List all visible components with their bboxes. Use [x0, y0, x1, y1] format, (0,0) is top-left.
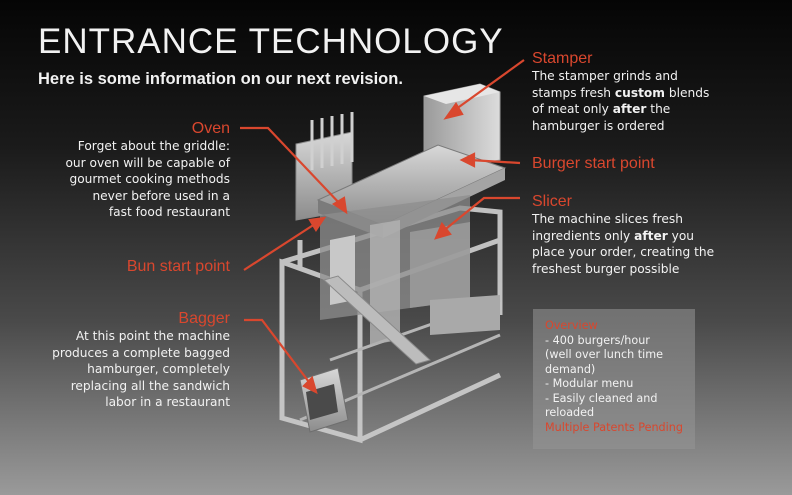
- slicer-line-2: ingredients only after you: [532, 228, 695, 243]
- overview-line-3: demand): [545, 362, 596, 376]
- slicer-arrowhead: [434, 221, 452, 240]
- bun-start-arrowhead: [308, 216, 327, 233]
- burger-start-label: Burger start point: [532, 155, 655, 172]
- bun-chute: [323, 275, 431, 365]
- bun-start-label: Bun start point: [126, 258, 230, 275]
- slicer-callout: Slicer The machine slices fresh ingredie…: [532, 193, 714, 277]
- oven-description: Forget about the griddle: our oven will …: [30, 138, 230, 221]
- bagger-label: Bagger: [178, 310, 230, 327]
- stamper-line-3: of meat only after the: [532, 102, 671, 116]
- bagger-callout: Bagger At this point the machine produce…: [20, 310, 230, 411]
- page-title: ENTRANCE TECHNOLOGY: [38, 22, 504, 61]
- slicer-leader: [441, 196, 520, 233]
- burger-start-arrowhead: [459, 152, 476, 168]
- bagger-description: At this point the machine produces a com…: [20, 328, 230, 411]
- bagger-unit: [299, 367, 349, 433]
- stamper-leader: [451, 59, 525, 113]
- bagger-arrowhead: [302, 375, 318, 395]
- oven-line-5: fast food restaurant: [108, 205, 230, 219]
- bagger-leader: [244, 318, 313, 387]
- slicer-line-4: freshest burger possible: [532, 261, 680, 276]
- overview-heading: Overview: [545, 319, 598, 332]
- slicer-line-3: place your order, creating the: [532, 245, 715, 259]
- stamper-description: The stamper grinds and stamps fresh cust…: [532, 68, 709, 134]
- middle-modules: [320, 195, 500, 345]
- oven-line-4: never before used in a: [92, 188, 230, 203]
- oven-callout: Oven Forget about the griddle: our oven …: [30, 120, 230, 221]
- stamper-arrowhead: [443, 101, 464, 120]
- bagger-line-4: replacing all the sandwich: [70, 378, 230, 393]
- oven-arrowhead: [331, 196, 348, 215]
- bagger-line-3: hamburger, completely: [87, 362, 230, 376]
- slicer-description: The machine slices fresh ingredients onl…: [532, 211, 714, 277]
- overview-line-5: - Easily cleaned and: [545, 391, 658, 405]
- slicer-line-1: The machine slices fresh: [532, 212, 683, 226]
- bun-start-leader: [243, 221, 319, 271]
- bagger-line-5: labor in a restaurant: [105, 395, 230, 409]
- oven-line-2: our oven will be capable of: [65, 155, 230, 170]
- leader-lines: [240, 59, 525, 395]
- overview-footer: Multiple Patents Pending: [545, 420, 683, 434]
- oven-label: Oven: [191, 120, 230, 137]
- oven-line-3: gourmet cooking methods: [69, 172, 230, 186]
- overview-box: Overview - 400 burgers/hour (well over l…: [533, 309, 695, 449]
- burger-start-leader: [469, 158, 521, 165]
- bagger-line-1: At this point the machine: [75, 329, 230, 343]
- stamper-line-1: The stamper grinds and: [532, 69, 678, 83]
- stamper-callout: Stamper The stamper grinds and stamps fr…: [532, 50, 709, 134]
- slicer-label: Slicer: [532, 193, 573, 210]
- page-subtitle: Here is some information on our next rev…: [38, 70, 403, 88]
- overview-line-1: - 400 burgers/hour: [545, 333, 650, 347]
- stamper-line-4: hamburger is ordered: [532, 118, 665, 133]
- oven-leader: [240, 126, 343, 207]
- stamper-line-2: stamps fresh custom blends: [532, 85, 710, 100]
- overview-line-4: - Modular menu: [545, 377, 634, 390]
- oven-line-1: Forget about the griddle:: [77, 139, 230, 153]
- overview-line-6: reloaded: [545, 406, 595, 419]
- bagger-line-2: produces a complete bagged: [52, 345, 230, 360]
- stamper-label: Stamper: [532, 50, 593, 67]
- overview-line-2: (well over lunch time: [545, 348, 664, 361]
